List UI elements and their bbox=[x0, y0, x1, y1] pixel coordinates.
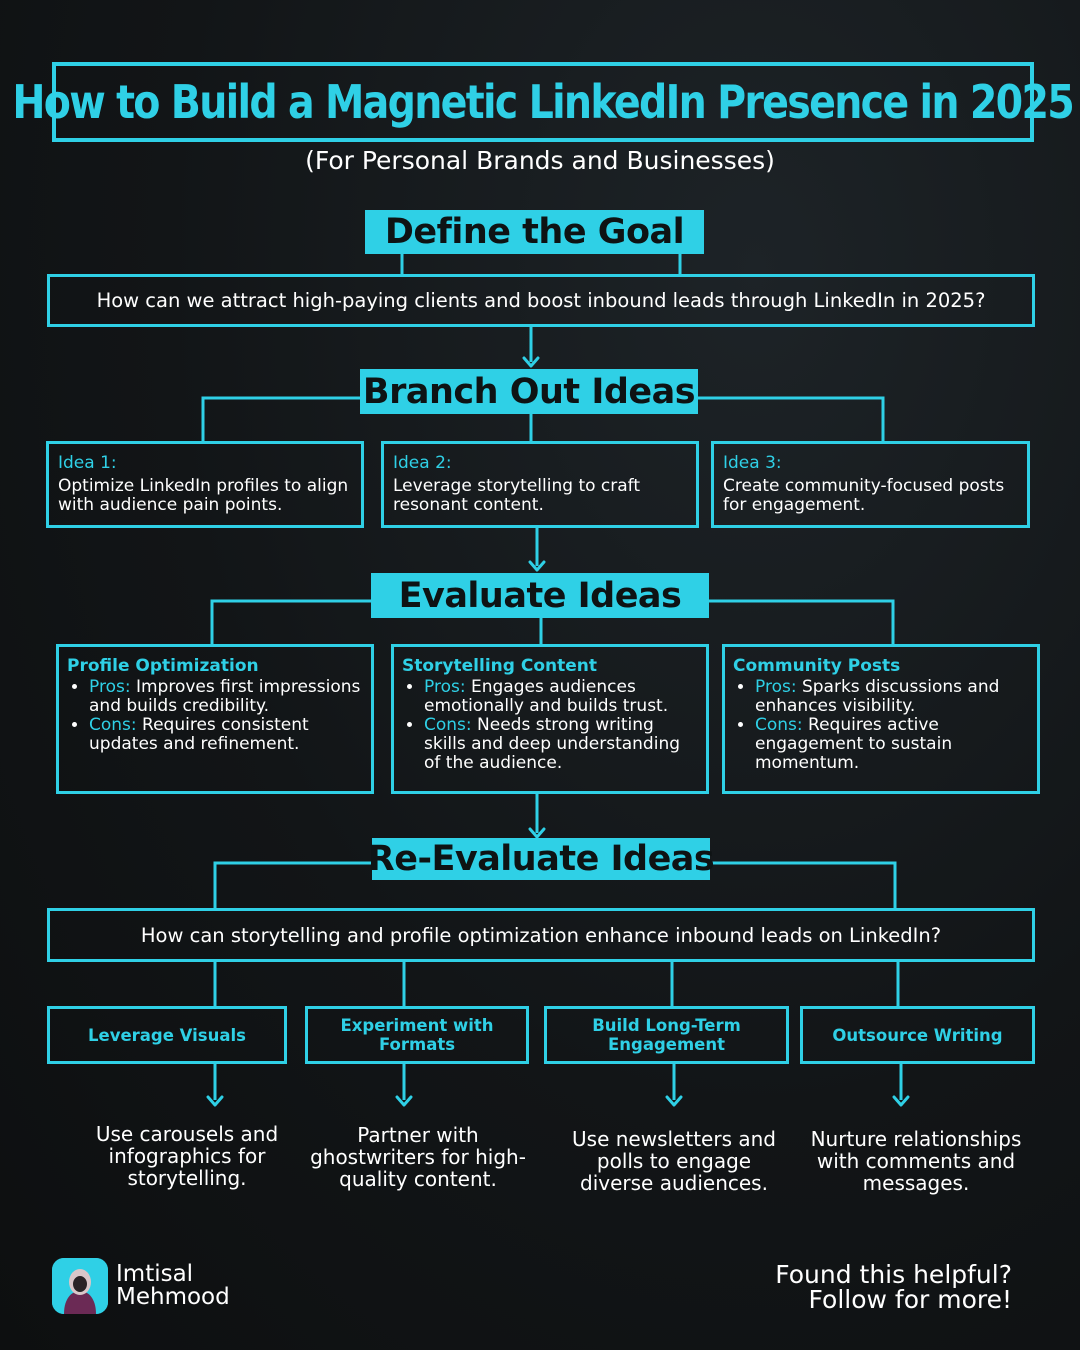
result-text: Nurture relationships with comments and … bbox=[810, 1127, 1022, 1195]
eval-title: Storytelling Content bbox=[402, 656, 597, 676]
tactic-leverage-visuals: Leverage Visuals bbox=[47, 1006, 287, 1064]
pros-item: Pros: Engages audiences emotionally and … bbox=[424, 678, 698, 716]
cta-line-2: Follow for more! bbox=[808, 1285, 1012, 1314]
arrow-down-icon bbox=[528, 827, 546, 839]
idea-label: Idea 3: bbox=[723, 453, 782, 473]
author-first-name: Imtisal bbox=[116, 1261, 194, 1287]
stage-evaluate: Evaluate Ideas bbox=[371, 573, 709, 618]
result-text: Use newsletters and polls to engage dive… bbox=[572, 1127, 776, 1195]
result-text: Use carousels and infographics for story… bbox=[95, 1122, 279, 1190]
eval-card-storytelling: Storytelling Content Pros: Engages audie… bbox=[391, 644, 709, 794]
person-icon bbox=[52, 1258, 108, 1314]
reevaluate-question: How can storytelling and profile optimiz… bbox=[47, 908, 1035, 962]
tactic-long-term-engagement: Build Long-Term Engagement bbox=[544, 1006, 789, 1064]
author-last-name: Mehmood bbox=[116, 1284, 230, 1310]
idea-text: Create community-focused posts for engag… bbox=[723, 476, 1005, 515]
page-title: How to Build a Magnetic LinkedIn Presenc… bbox=[12, 75, 1075, 129]
stage-branch-out: Branch Out Ideas bbox=[360, 369, 698, 414]
result-text: Partner with ghostwriters for high-quali… bbox=[310, 1123, 526, 1191]
idea-label: Idea 1: bbox=[58, 453, 117, 473]
page-subtitle: (For Personal Brands and Businesses) bbox=[305, 146, 775, 175]
reevaluate-question-text: How can storytelling and profile optimiz… bbox=[140, 923, 942, 947]
eval-card-profile: Profile Optimization Pros: Improves firs… bbox=[56, 644, 374, 794]
stage-re-evaluate: Re-Evaluate Ideas bbox=[367, 838, 715, 880]
idea-card-2: Idea 2: Leverage storytelling to craft r… bbox=[381, 441, 699, 528]
idea-card-3: Idea 3: Create community-focused posts f… bbox=[711, 441, 1030, 528]
cons-item: Cons: Requires active engagement to sust… bbox=[755, 716, 1029, 773]
title-box: How to Build a Magnetic LinkedIn Presenc… bbox=[13, 62, 1075, 142]
idea-text: Optimize LinkedIn profiles to align with… bbox=[58, 476, 349, 515]
avatar bbox=[52, 1258, 108, 1314]
tactic-outsource-writing: Outsource Writing bbox=[800, 1006, 1035, 1064]
idea-text: Leverage storytelling to craft resonant … bbox=[393, 476, 641, 515]
idea-card-1: Idea 1: Optimize LinkedIn profiles to al… bbox=[46, 441, 364, 528]
cta-line-1: Found this helpful? bbox=[775, 1260, 1012, 1289]
eval-card-community: Community Posts Pros: Sparks discussions… bbox=[722, 644, 1040, 794]
arrow-down-icon bbox=[522, 356, 540, 368]
arrow-down-icon bbox=[206, 1095, 224, 1107]
arrow-down-icon bbox=[528, 560, 546, 572]
goal-question: How can we attract high-paying clients a… bbox=[47, 274, 1035, 327]
arrow-down-icon bbox=[892, 1095, 910, 1107]
pros-item: Pros: Improves first impressions and bui… bbox=[89, 678, 363, 716]
eval-title: Community Posts bbox=[733, 656, 901, 676]
pros-item: Pros: Sparks discussions and enhances vi… bbox=[755, 678, 1029, 716]
eval-title: Profile Optimization bbox=[67, 656, 259, 676]
stage-define-goal: Define the Goal bbox=[365, 210, 704, 254]
cons-item: Cons: Requires consistent updates and re… bbox=[89, 716, 363, 754]
arrow-down-icon bbox=[395, 1095, 413, 1107]
call-to-action: Found this helpful? Follow for more! bbox=[775, 1262, 1012, 1312]
goal-question-text: How can we attract high-paying clients a… bbox=[96, 289, 986, 312]
arrow-down-icon bbox=[665, 1095, 683, 1107]
idea-label: Idea 2: bbox=[393, 453, 452, 473]
tactic-experiment-formats: Experiment with Formats bbox=[305, 1006, 529, 1064]
author-name: Imtisal Mehmood bbox=[116, 1263, 230, 1309]
cons-item: Cons: Needs strong writing skills and de… bbox=[424, 716, 698, 773]
